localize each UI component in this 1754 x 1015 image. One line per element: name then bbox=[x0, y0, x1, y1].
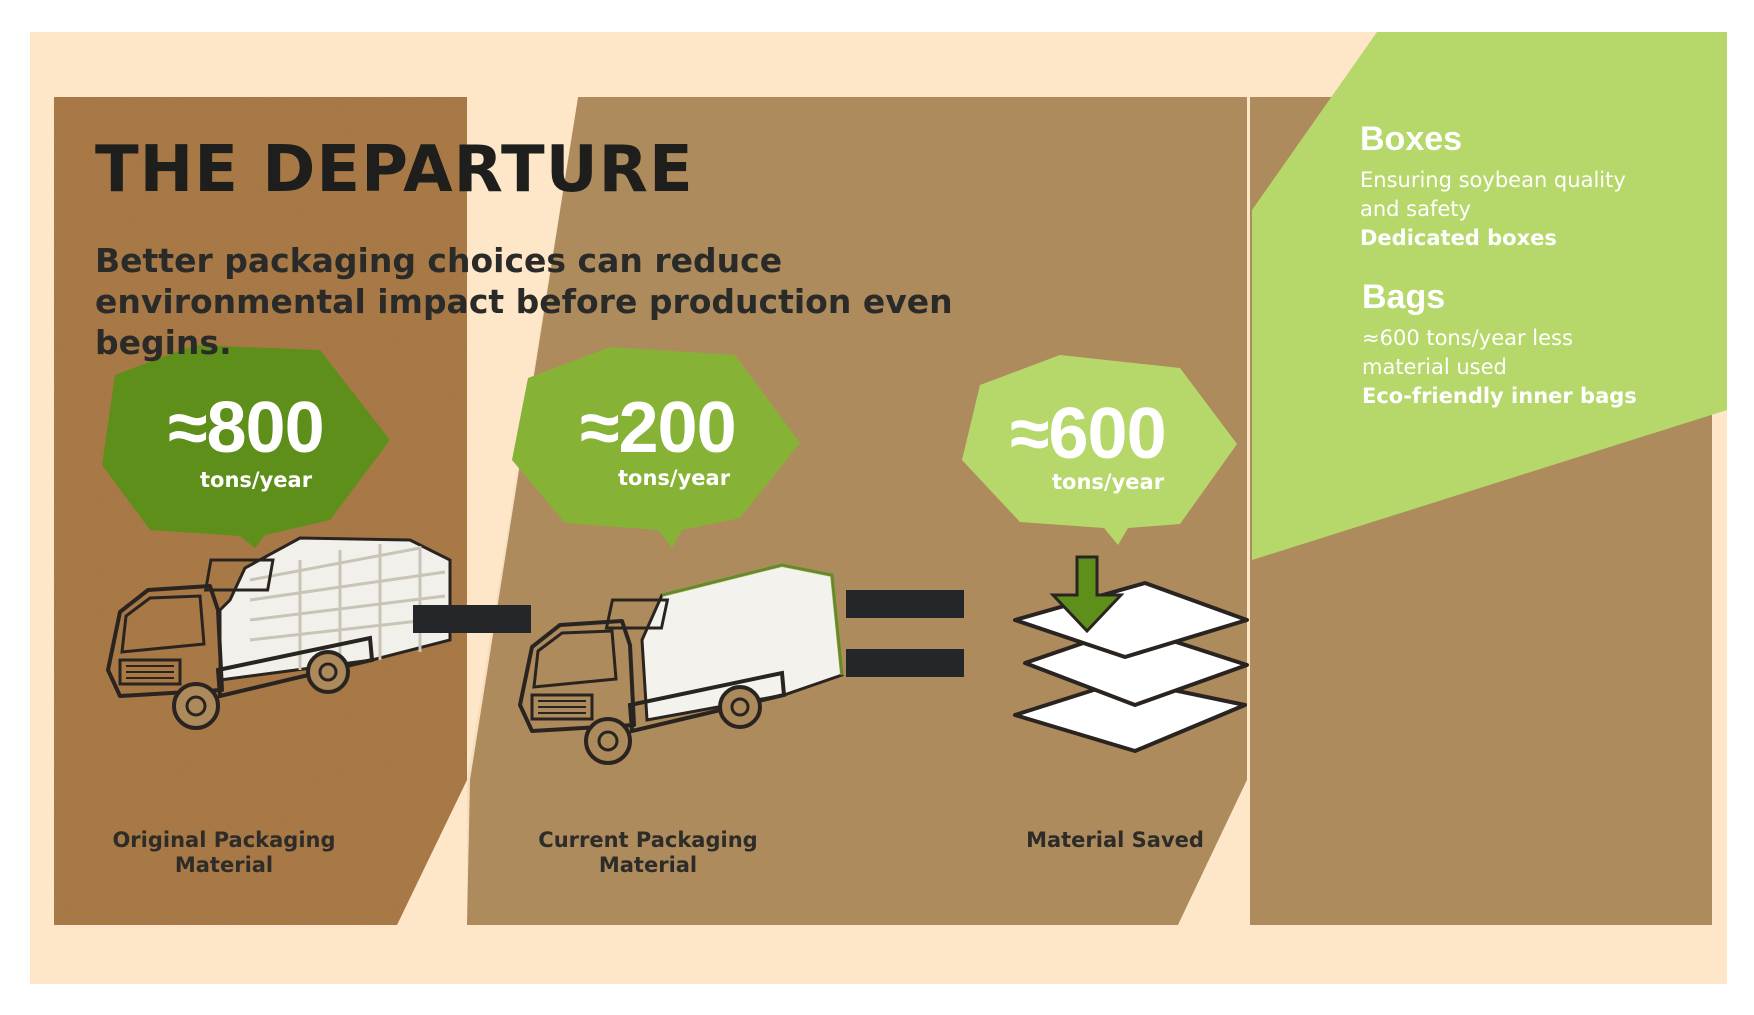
paper-stack-icon bbox=[1013, 555, 1249, 753]
caption-original-line1: Original Packaging bbox=[112, 828, 336, 852]
bags-line2: material used bbox=[1362, 355, 1507, 379]
page-subtitle: Better packaging choices can reduce envi… bbox=[95, 241, 953, 362]
bags-text: ≈600 tons/year less material used Eco-fr… bbox=[1362, 324, 1702, 411]
caption-saved-line1: Material Saved bbox=[1026, 828, 1204, 852]
boxes-heading: Boxes bbox=[1360, 120, 1463, 158]
speech-bubble-2 bbox=[512, 347, 800, 548]
speech-bubble-1 bbox=[102, 345, 390, 548]
page-title: THE DEPARTURE bbox=[95, 133, 694, 207]
caption-current: Current Packaging Material bbox=[524, 828, 772, 878]
stat-current-value: ≈200 bbox=[580, 388, 737, 468]
bags-line1: ≈600 tons/year less bbox=[1362, 326, 1573, 350]
caption-original-line2: Material bbox=[174, 853, 274, 877]
stat-current-unit: tons/year bbox=[618, 466, 731, 490]
stat-original-value: ≈800 bbox=[168, 388, 325, 468]
speech-bubble-3 bbox=[962, 355, 1237, 545]
boxes-line1: Ensuring soybean quality bbox=[1360, 168, 1626, 192]
bags-highlight: Eco-friendly inner bags bbox=[1362, 384, 1637, 408]
stat-saved-unit: tons/year bbox=[1052, 470, 1165, 494]
caption-current-line2: Material bbox=[598, 853, 698, 877]
side-banner bbox=[1252, 32, 1727, 560]
bags-heading: Bags bbox=[1362, 278, 1446, 316]
caption-saved: Material Saved bbox=[1000, 828, 1230, 853]
caption-original: Original Packaging Material bbox=[100, 828, 348, 878]
truck-original-icon bbox=[106, 536, 452, 730]
minus-sign bbox=[413, 605, 531, 633]
boxes-highlight: Dedicated boxes bbox=[1360, 226, 1557, 250]
equals-sign-bottom bbox=[846, 649, 964, 677]
equals-sign-top bbox=[846, 590, 964, 618]
stat-original-unit: tons/year bbox=[200, 468, 313, 492]
boxes-line2: and safety bbox=[1360, 197, 1471, 221]
stat-saved-value: ≈600 bbox=[1010, 394, 1167, 474]
truck-current-icon bbox=[518, 562, 844, 765]
caption-current-line1: Current Packaging bbox=[538, 828, 758, 852]
boxes-text: Ensuring soybean quality and safety Dedi… bbox=[1360, 166, 1700, 253]
